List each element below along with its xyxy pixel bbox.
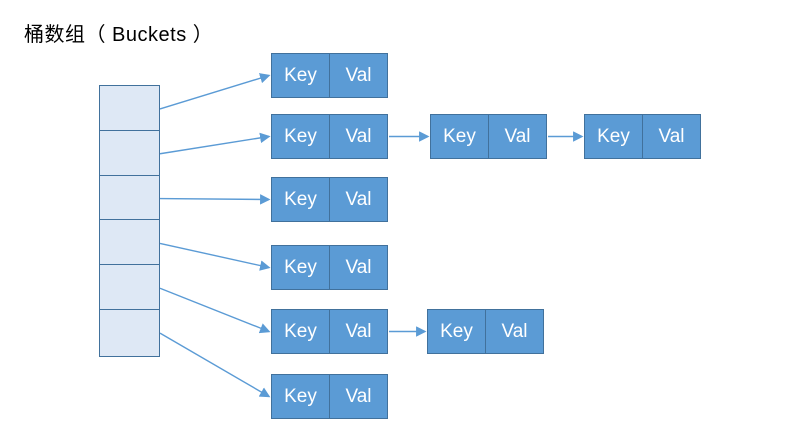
chain-0-node-0: Key Val	[271, 53, 388, 98]
node-val-cell: Val	[488, 115, 546, 158]
chain-1-node-1: Key Val	[430, 114, 547, 159]
chain-2-node-0: Key Val	[271, 177, 388, 222]
diagram-title: 桶数组（ Buckets ）	[24, 24, 214, 46]
arrow-bucket-4-to-chain-4	[159, 287, 271, 334]
bucket-cell-3	[100, 220, 159, 266]
bucket-cell-0	[100, 86, 159, 131]
node-val-cell: Val	[329, 310, 387, 353]
arrow-bucket-5-to-chain-5	[159, 332, 271, 398]
chain-4-node-0: Key Val	[271, 309, 388, 354]
node-key-cell: Key	[284, 126, 317, 147]
node-key-cell: Key	[443, 126, 476, 147]
node-key-cell: Key	[440, 321, 473, 342]
node-val-cell: Val	[485, 310, 543, 353]
bucket-cell-1	[100, 131, 159, 176]
chain-4-node-1: Key Val	[427, 309, 544, 354]
arrow-bucket-1-to-chain-1	[159, 132, 271, 155]
node-key-cell: Key	[284, 65, 317, 86]
bucket-cell-2	[100, 176, 159, 221]
node-val-cell: Val	[329, 54, 387, 97]
chain-3-node-0: Key Val	[271, 245, 388, 290]
arrow-bucket-2-to-chain-2	[159, 194, 271, 205]
chain-5-node-0: Key Val	[271, 374, 388, 419]
node-val-cell: Val	[642, 115, 700, 158]
node-key-cell: Key	[284, 386, 317, 407]
arrow-bucket-3-to-chain-3	[159, 242, 271, 271]
node-val-cell: Val	[329, 178, 387, 221]
bucket-array	[99, 85, 160, 357]
node-key-cell: Key	[284, 257, 317, 278]
chain-1-node-2: Key Val	[584, 114, 701, 159]
bucket-cell-5	[100, 310, 159, 355]
node-key-cell: Key	[597, 126, 630, 147]
node-key-cell: Key	[284, 189, 317, 210]
arrow-bucket-0-to-chain-0	[159, 73, 271, 110]
node-val-cell: Val	[329, 375, 387, 418]
bucket-cell-4	[100, 265, 159, 311]
node-key-cell: Key	[284, 321, 317, 342]
node-val-cell: Val	[329, 246, 387, 289]
node-val-cell: Val	[329, 115, 387, 158]
chain-1-node-0: Key Val	[271, 114, 388, 159]
